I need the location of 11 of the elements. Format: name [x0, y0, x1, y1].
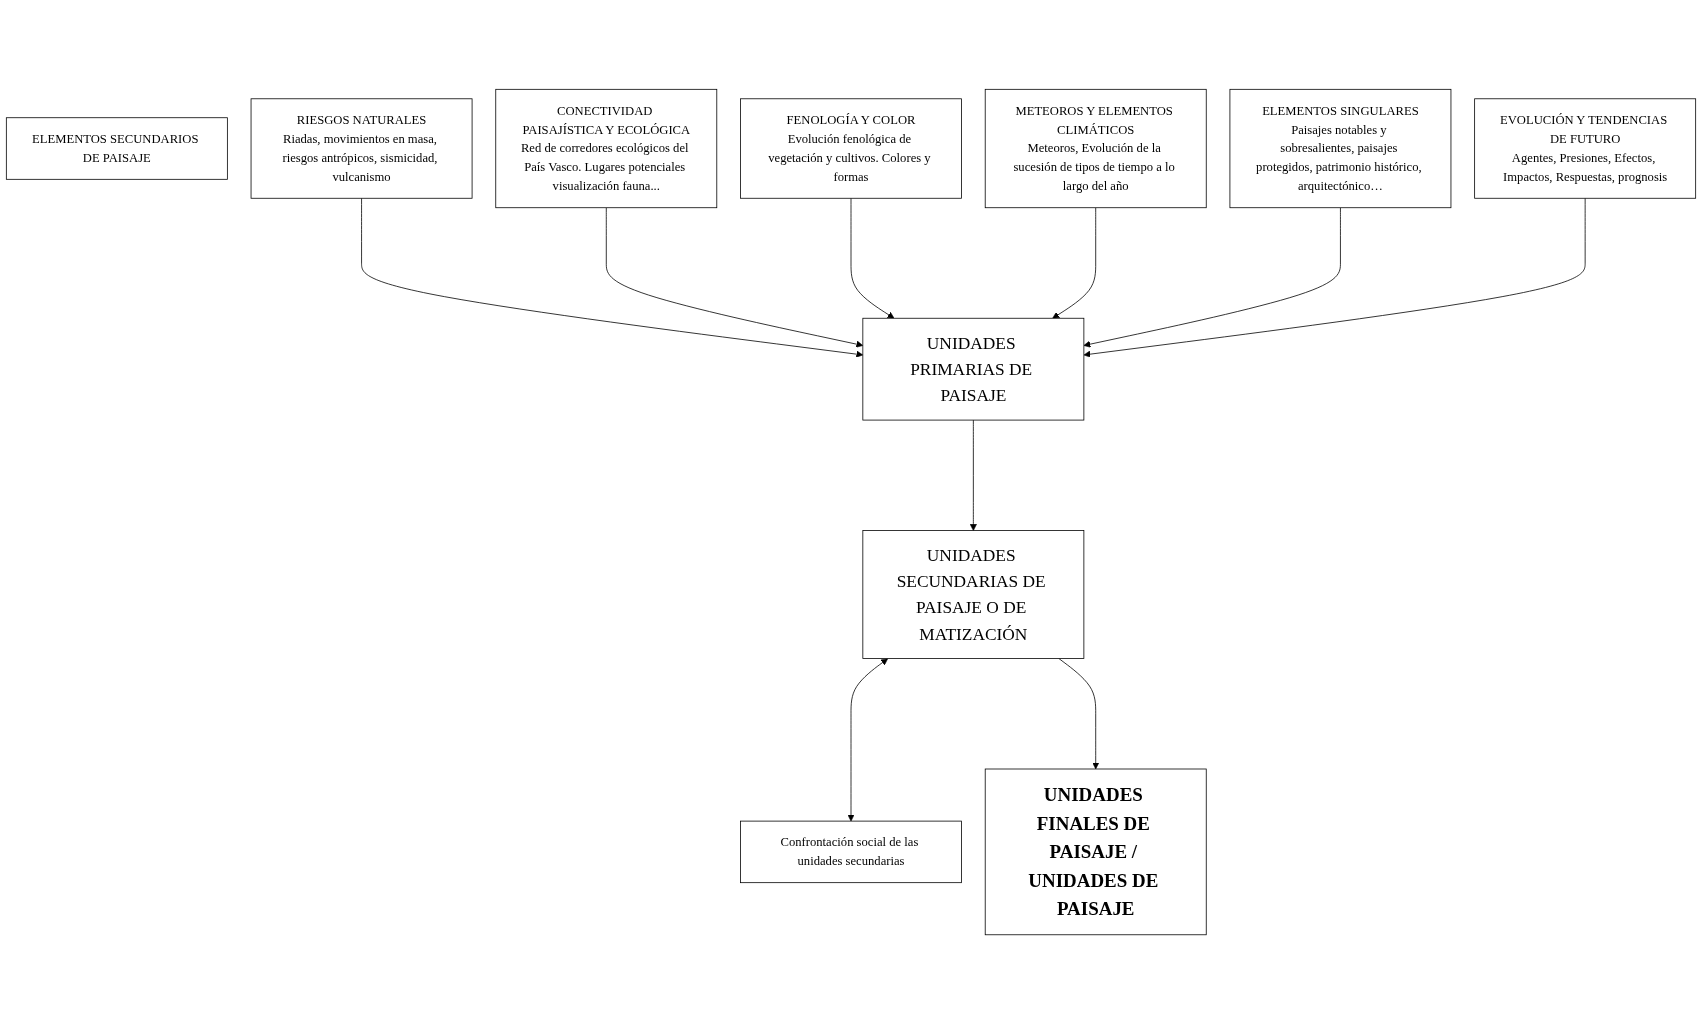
node-box: Confrontación social de las unidades secundarias — [740, 820, 962, 884]
node-box: UNIDADES PRIMARIAS DE PAISAJE — [862, 317, 1085, 421]
node-box: CONECTIVIDAD PAISAJÍSTICA Y ECOLÓGICA Red de corredores ecológicos del País Vasco. Lugares potenciales visualización fauna... — [495, 88, 718, 209]
node-box: ELEMENTOS SINGULARES Paisajes notables y sobresalientes, paisajes protegidos, patrimonio histórico, arquitectónico… — [1229, 88, 1452, 209]
node-box: RIESGOS NATURALES Riadas, movimientos en masa, riesgos antrópicos, sismicidad, vulcanismo — [250, 98, 473, 199]
node-box: UNIDADES SECUNDARIAS DE PAISAJE O DE MATIZACIÓN — [862, 530, 1085, 659]
node-box: FENOLOGÍA Y COLOR Evolución fenológica de vegetación y cultivos. Colores y formas — [740, 98, 962, 199]
node-box: EVOLUCIÓN Y TENDENCIAS DE FUTURO Agentes, Presiones, Efectos, Impactos, Respuestas, prognosis — [1474, 98, 1697, 199]
node-box: METEOROS Y ELEMENTOS CLIMÁTICOS Meteoros, Evolución de la sucesión de tipos de tiempo a lo largo del año — [984, 88, 1207, 209]
node-box: ELEMENTOS SECUNDARIOS DE PAISAJE — [5, 117, 228, 180]
node-box: UNIDADES FINALES DE PAISAJE / UNIDADES DE PAISAJE — [984, 768, 1207, 936]
